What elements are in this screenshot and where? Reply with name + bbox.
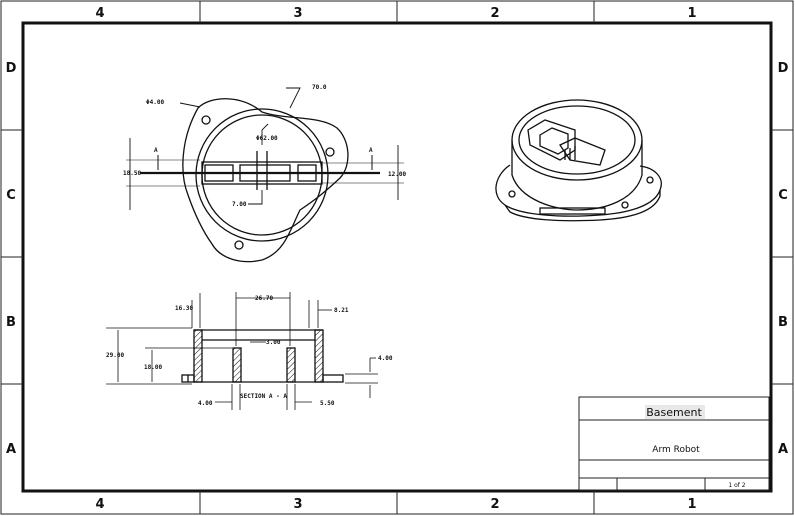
row-label: B: [6, 315, 16, 330]
row-label: C: [778, 188, 788, 203]
section-right-wall: [314, 329, 324, 383]
row-label: B: [778, 315, 788, 330]
section-mark-left: A: [154, 147, 158, 154]
wall-thickness-dimension: 16.30: [175, 305, 193, 312]
column-label: 2: [490, 497, 499, 512]
right-height-dimension: 12.00: [388, 171, 406, 178]
mount-hole-2: [325, 147, 335, 157]
column-label: 4: [95, 497, 104, 512]
column-labels-bottom: 4 3 2 1: [95, 497, 696, 512]
mount-hole-3: [234, 240, 244, 250]
column-label: 2: [490, 6, 499, 21]
title-highlight: [645, 405, 705, 419]
flange-outline: [182, 98, 349, 263]
title-block-title: Basement: [646, 406, 702, 419]
section-center-wall-1: [232, 347, 242, 383]
inner-dia-dimension: Φ62.00: [256, 135, 278, 142]
column-label: 1: [687, 6, 696, 21]
bottom-left-dimension: 4.00: [198, 400, 213, 407]
column-label: 4: [95, 6, 104, 21]
section-center-wall-2: [286, 347, 296, 383]
iso-inner-top: [518, 105, 636, 175]
iso-hole-2: [646, 176, 654, 184]
left-height-dimension: 18.50: [123, 170, 141, 177]
column-labels-top: 4 3 2 1: [95, 6, 696, 21]
section-title: SECTION A - A: [240, 393, 287, 400]
column-label: 1: [687, 497, 696, 512]
section-right-flange: [322, 374, 344, 383]
title-block-subtitle: Arm Robot: [652, 445, 700, 455]
section-view: [106, 292, 378, 410]
title-block-sheet: 1 of 2: [728, 482, 745, 489]
iso-flange: [495, 164, 662, 217]
iso-hole-3: [621, 201, 629, 209]
column-label: 3: [293, 6, 302, 21]
inner-border: [21, 21, 773, 493]
center-wall-dimension: 3.00: [266, 339, 281, 346]
iso-outer-top: [511, 99, 643, 181]
row-label: C: [6, 188, 16, 203]
isometric-view: [495, 99, 662, 222]
flange-height-dimension: 4.00: [378, 355, 393, 362]
column-label: 3: [293, 497, 302, 512]
row-label: A: [778, 442, 788, 457]
row-labels-right: D C B A: [778, 61, 789, 457]
row-label: D: [6, 61, 17, 76]
title-block: [578, 396, 770, 491]
mount-hole-1: [201, 115, 211, 125]
section-mark-right: A: [369, 147, 373, 154]
rim-dimension: 8.21: [334, 307, 349, 314]
hole-dia-dimension: Φ4.00: [146, 99, 164, 106]
bottom-right-dimension: 5.50: [320, 400, 335, 407]
row-label: A: [6, 442, 16, 457]
row-label: D: [778, 61, 789, 76]
outer-dimension: 70.0: [312, 84, 327, 91]
iso-hole-1: [508, 190, 516, 198]
top-view: [126, 87, 404, 263]
row-labels-left: D C B A: [6, 61, 17, 457]
slot-width-dimension: 7.00: [232, 201, 247, 208]
inner-height-dimension: 18.00: [144, 364, 162, 371]
total-height-dimension: 29.00: [106, 352, 124, 359]
outer-ring: [195, 108, 329, 242]
section-left-wall: [193, 329, 203, 383]
slot-span-dimension: 26.70: [255, 295, 273, 302]
